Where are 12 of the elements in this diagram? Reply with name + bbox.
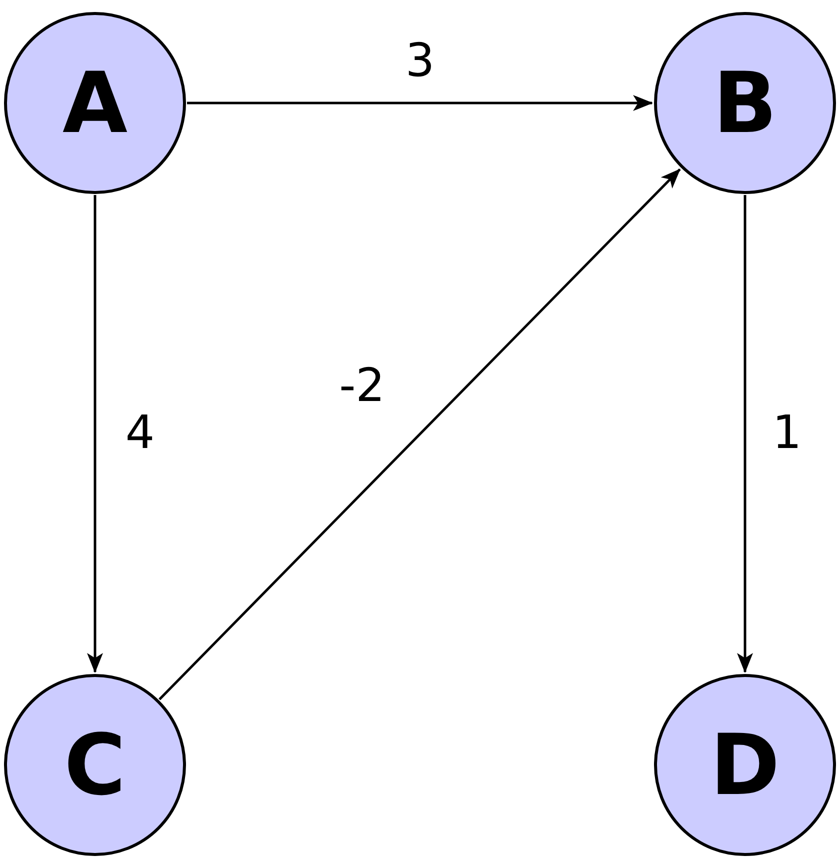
- node-label: D: [710, 723, 780, 807]
- arrow: [187, 95, 653, 111]
- arrow: [158, 168, 681, 700]
- node-label: C: [64, 723, 126, 807]
- arrow: [737, 195, 753, 673]
- edge-weight: -2: [339, 362, 385, 408]
- edge-weight: 3: [405, 37, 435, 83]
- edge-weight: 1: [772, 409, 802, 455]
- node-label: B: [712, 61, 778, 145]
- edge-weight: 4: [125, 409, 155, 455]
- arrow: [87, 195, 103, 673]
- node-label: A: [62, 61, 128, 145]
